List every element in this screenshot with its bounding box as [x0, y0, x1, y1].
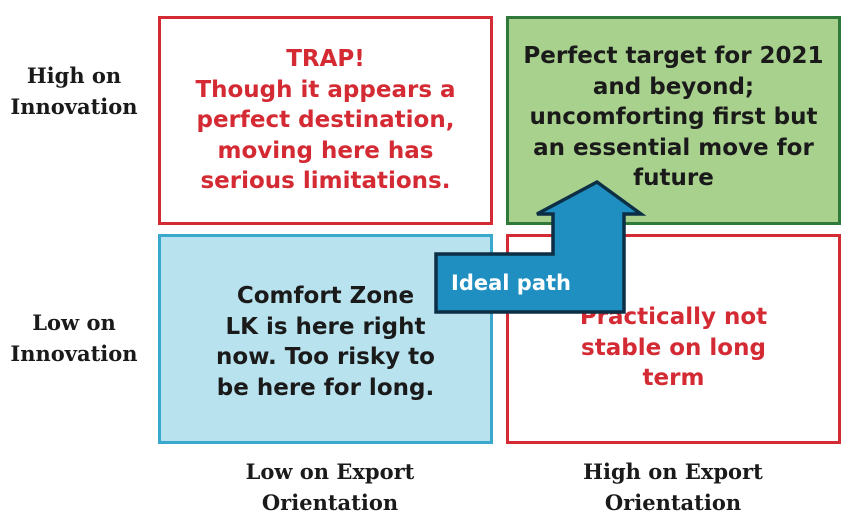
column-label-low-export: Low on Export Orientation	[160, 456, 500, 518]
ideal-path-label: Ideal path	[451, 271, 571, 295]
row-label-low-innovation: Low on Innovation	[4, 307, 144, 369]
column-label-low-line2: Orientation	[261, 490, 399, 515]
quadrant-target-line: and beyond;	[592, 73, 755, 100]
quadrant-target-line: an essential move for	[533, 134, 814, 161]
column-label-high-line2: Orientation	[604, 490, 742, 515]
quadrant-perfect-target: Perfect target for 2021 and beyond; unco…	[506, 16, 841, 225]
quadrant-unstable-line: stable on long	[581, 334, 766, 361]
row-label-high-line2: Innovation	[10, 94, 138, 119]
quadrant-comfort-line: now. Too risky to	[216, 344, 435, 370]
quadrant-trap-text: TRAP! Though it appears a perfect destin…	[195, 44, 455, 197]
quadrant-trap-line: Though it appears a	[195, 76, 456, 103]
quadrant-unstable-line: term	[642, 365, 705, 392]
row-label-low-line1: Low on	[32, 310, 116, 335]
column-label-high-export: High on Export Orientation	[503, 456, 843, 518]
quadrant-target-line: Perfect target for 2021	[523, 43, 824, 69]
row-label-high-innovation: High on Innovation	[4, 60, 144, 122]
quadrant-comfort-line: LK is here right	[225, 313, 426, 340]
quadrant-comfort-line: Comfort Zone	[236, 283, 415, 309]
quadrant-trap: TRAP! Though it appears a perfect destin…	[158, 16, 493, 225]
quadrant-comfort-line: be here for long.	[216, 374, 435, 401]
quadrant-trap-line: perfect destination,	[196, 107, 455, 134]
quadrant-target-text: Perfect target for 2021 and beyond; unco…	[523, 41, 823, 194]
quadrant-trap-line: serious limitations.	[200, 168, 451, 195]
quadrant-unstable-line: Practically not	[579, 304, 768, 331]
quadrant-trap-line: TRAP!	[286, 46, 365, 73]
quadrant-unstable: Practically not stable on long term	[506, 234, 841, 444]
column-label-low-line1: Low on Export	[245, 459, 415, 484]
quadrant-unstable-text: Practically not stable on long term	[580, 302, 767, 394]
quadrant-target-line: uncomforting first but	[529, 104, 818, 130]
quadrant-trap-line: moving here has	[217, 137, 434, 164]
quadrant-target-line: future	[633, 165, 714, 191]
row-label-low-line2: Innovation	[10, 341, 138, 366]
quadrant-comfort-text: Comfort Zone LK is here right now. Too r…	[216, 281, 435, 403]
row-label-high-line1: High on	[26, 63, 122, 88]
column-label-high-line1: High on Export	[583, 459, 763, 484]
